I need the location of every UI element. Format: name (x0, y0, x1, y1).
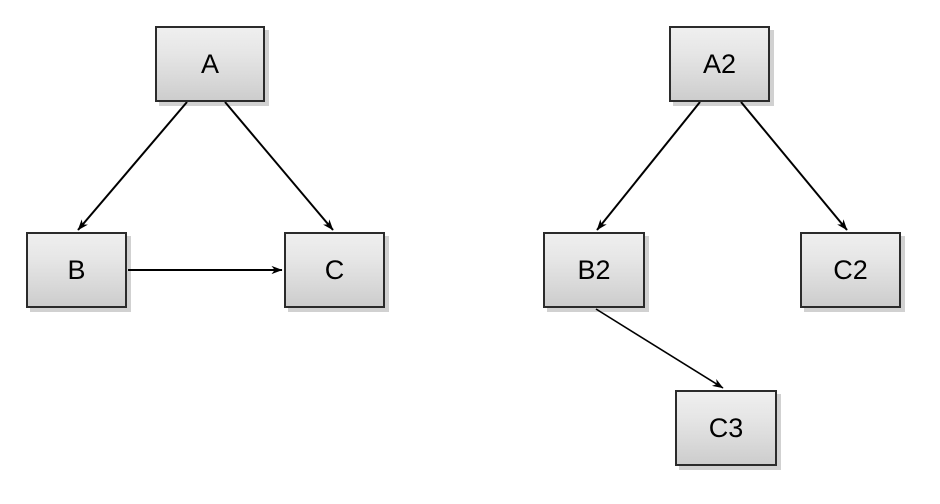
node-c3[interactable]: C3 (675, 390, 777, 466)
node-b-label: B (67, 254, 86, 285)
edge-a-c (224, 101, 334, 231)
node-c-label: C (324, 254, 345, 285)
node-b2[interactable]: B2 (543, 232, 645, 308)
node-c[interactable]: C (284, 232, 385, 308)
node-a2[interactable]: A2 (669, 26, 770, 102)
edge-b2-c3 (595, 308, 724, 389)
node-c2-label: C2 (833, 254, 868, 285)
node-a-label: A (200, 48, 219, 79)
node-b2-label: B2 (577, 254, 611, 285)
node-c3-label: C3 (708, 412, 744, 443)
node-a[interactable]: A (155, 26, 265, 102)
edge-a2-b2 (596, 101, 701, 231)
node-b[interactable]: B (26, 232, 127, 308)
node-c2[interactable]: C2 (800, 232, 901, 308)
edge-a2-c2 (740, 101, 848, 231)
node-a2-label: A2 (702, 48, 737, 79)
edge-a-b (77, 101, 188, 231)
